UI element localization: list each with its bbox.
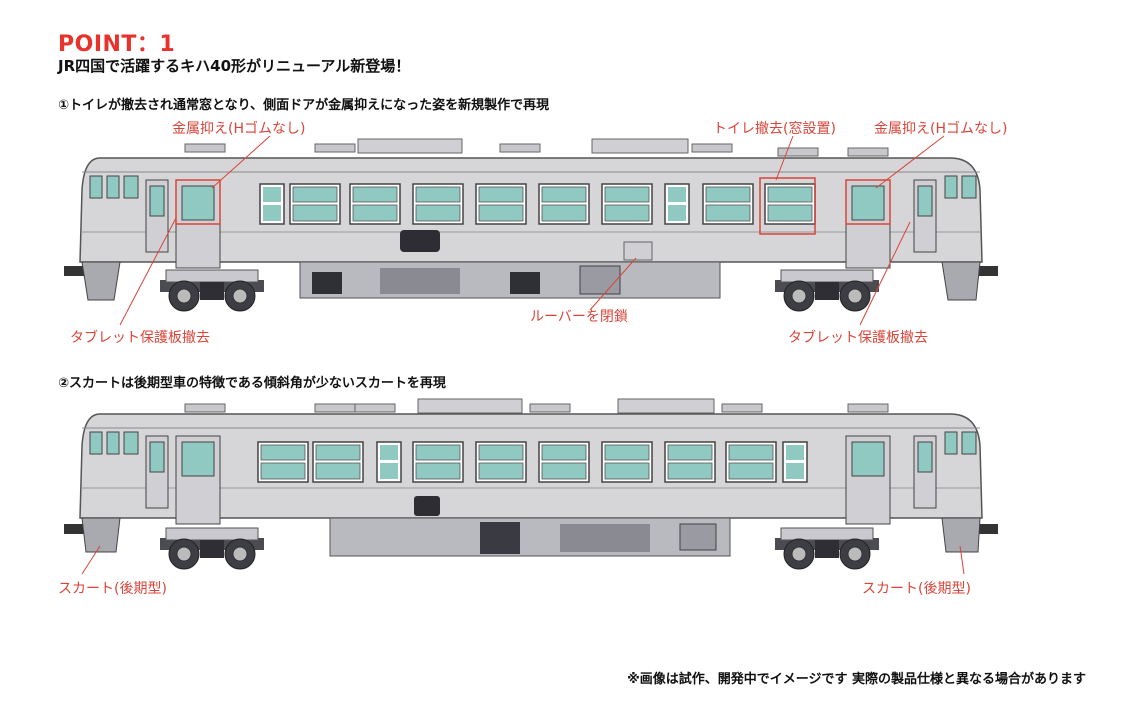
- callout-metal-retainer-left: 金属抑え(Hゴムなし): [172, 121, 306, 137]
- disclaimer-footnote: ※画像は試作、開発中でイメージです 実際の製品仕様と異なる場合があります: [627, 672, 1086, 687]
- callout-tablet-guard-left: タブレット保護板撤去: [70, 330, 210, 346]
- train-2: [64, 398, 998, 575]
- callout-louver-closed: ルーバーを閉鎖: [530, 309, 628, 325]
- headline: JR四国で活躍するキハ40形がリニューアル新登場！: [58, 57, 411, 75]
- callout-skirt-left: スカート(後期型): [58, 581, 167, 597]
- callout-tablet-guard-right: タブレット保護板撤去: [788, 330, 928, 346]
- section-1-caption: ①トイレが撤去され通常窓となり、側面ドアが金属抑えになった姿を新規製作で再現: [58, 98, 550, 113]
- section-2-caption: ②スカートは後期型車の特徴である傾斜角が少ないスカートを再現: [58, 376, 446, 391]
- callout-skirt-right: スカート(後期型): [862, 581, 971, 597]
- callout-toilet-removed: トイレ撤去(窓設置): [713, 121, 836, 137]
- train-1: [64, 135, 998, 326]
- callout-metal-retainer-right: 金属抑え(Hゴムなし): [874, 121, 1008, 137]
- point-label: POINT：1: [58, 32, 176, 57]
